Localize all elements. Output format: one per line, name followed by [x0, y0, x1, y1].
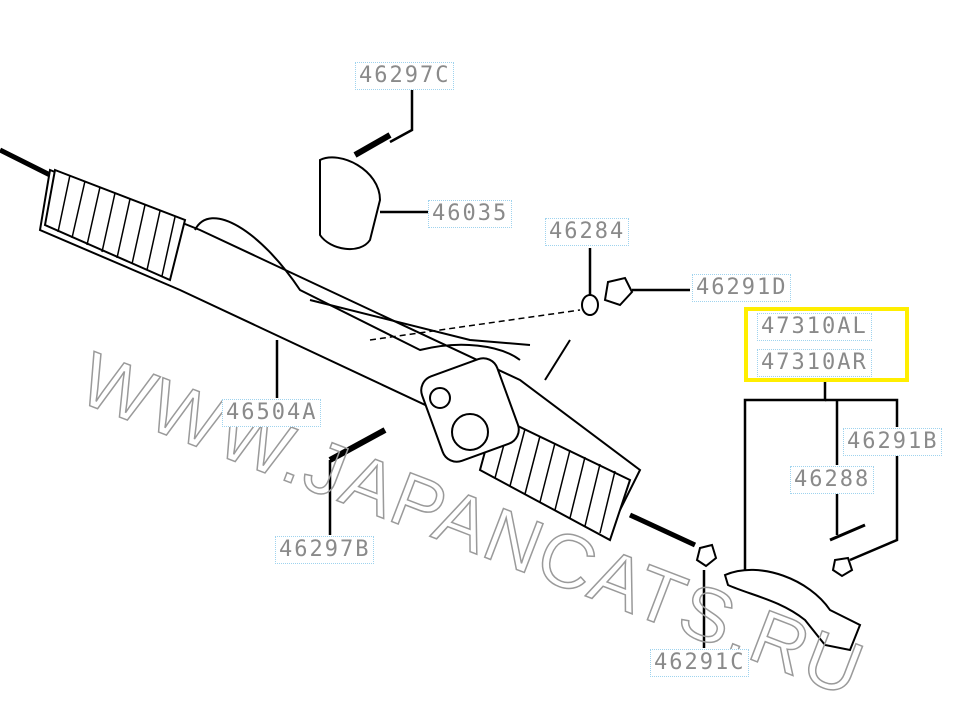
part-label-46291C[interactable]: 46291C: [650, 649, 750, 677]
part-label-46297C[interactable]: 46297C: [355, 62, 455, 90]
pipe: [194, 217, 521, 361]
valve-body: [420, 357, 520, 463]
bolt-46297C: [353, 132, 392, 158]
part-label-46291B[interactable]: 46291B: [843, 428, 943, 456]
bracket: [319, 156, 382, 251]
tie-rod-end: [723, 568, 862, 652]
cotter-pin: [829, 523, 866, 542]
part-label-46291D[interactable]: 46291D: [692, 274, 792, 302]
part-label-46504A[interactable]: 46504A: [222, 399, 322, 427]
highlight-box: [744, 307, 909, 382]
bolt-46297B: [328, 427, 387, 463]
part-label-46297B[interactable]: 46297B: [275, 536, 375, 564]
part-label-47310AL[interactable]: 47310AL: [757, 313, 872, 341]
left-boot: [43, 168, 187, 282]
part-label-46284[interactable]: 46284: [545, 218, 630, 246]
washer-46284: [581, 294, 599, 316]
nut-46291D: [603, 276, 634, 307]
part-label-46288[interactable]: 46288: [790, 466, 875, 494]
part-label-46035[interactable]: 46035: [428, 200, 513, 228]
nut-46291C: [695, 543, 718, 568]
part-label-47310AR[interactable]: 47310AR: [757, 349, 872, 377]
nut-46291B: [831, 556, 854, 578]
